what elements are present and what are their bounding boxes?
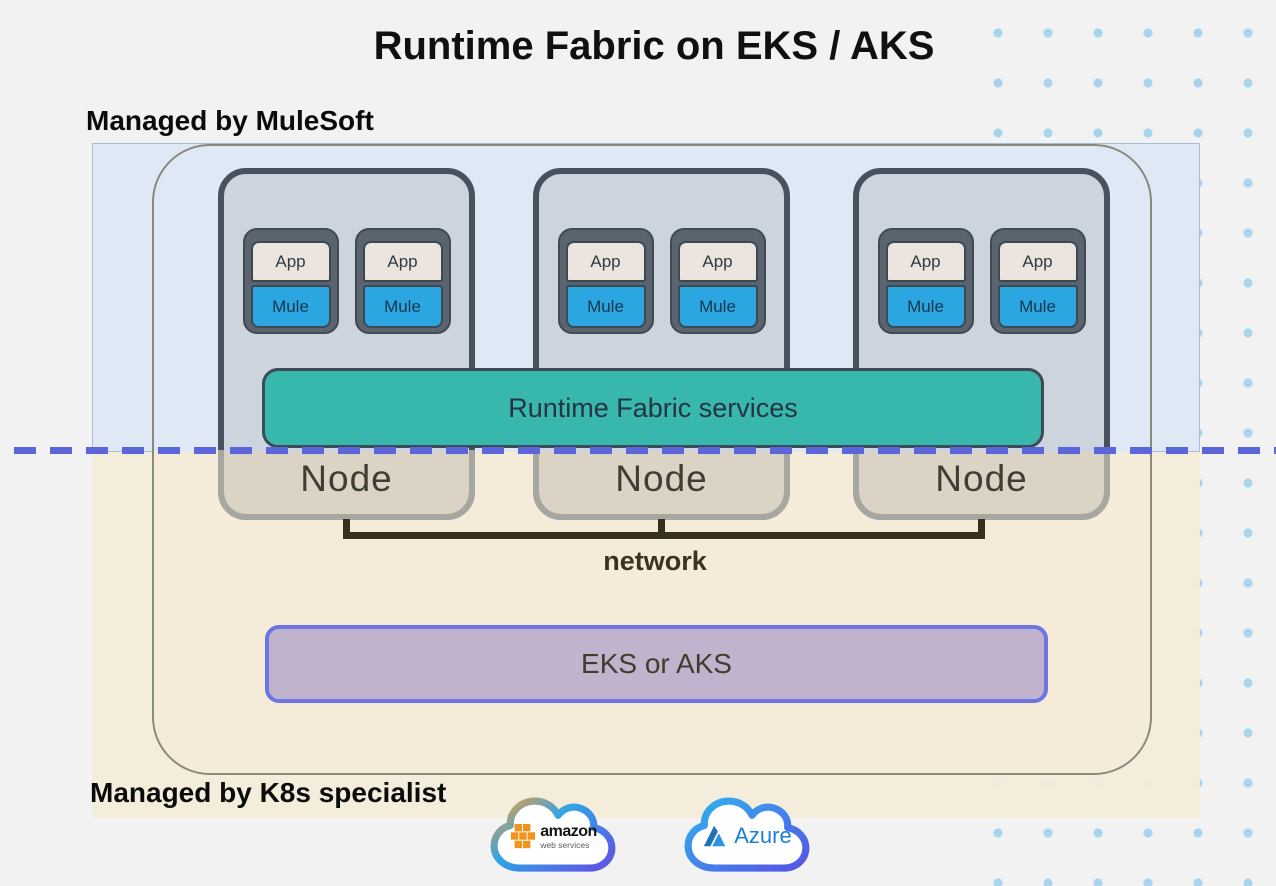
pod: App Mule [989, 228, 1086, 334]
mule-runtime-box: Mule [677, 285, 758, 328]
network-connector-stub [343, 519, 350, 539]
aws-name-text: amazon [540, 822, 597, 840]
eks-aks-platform-box: EKS or AKS [265, 625, 1048, 703]
pod: App Mule [242, 228, 339, 334]
mule-runtime-box: Mule [997, 285, 1078, 328]
mule-runtime-box: Mule [250, 285, 331, 328]
app-box: App [885, 241, 966, 282]
node-box-1: App Mule App Mule Node [218, 168, 475, 520]
managed-by-k8s-label: Managed by K8s specialist [90, 777, 447, 808]
node-label: Node [935, 458, 1028, 499]
node-label: Node [300, 458, 393, 499]
azure-cloud-logo: Azure [681, 794, 813, 878]
pod: App Mule [669, 228, 766, 334]
cloud-outline-icon [490, 797, 616, 872]
pod-row: App Mule App Mule [859, 228, 1104, 334]
pod: App Mule [354, 228, 451, 334]
network-label: network [603, 546, 707, 576]
node-label: Node [615, 458, 708, 499]
app-box: App [677, 241, 758, 282]
mule-runtime-box: Mule [362, 285, 443, 328]
page-title: Runtime Fabric on EKS / AKS [373, 24, 935, 68]
azure-logo-content: Azure [681, 823, 813, 849]
cloud-outline-icon [684, 797, 810, 872]
azure-name-text: Azure [734, 823, 792, 848]
mule-runtime-box: Mule [565, 285, 646, 328]
pod-row: App Mule App Mule [539, 228, 784, 334]
app-box: App [250, 241, 331, 282]
network-connector-stub [978, 519, 985, 539]
pod-row: App Mule App Mule [224, 228, 469, 334]
node-box-2: App Mule App Mule Node [533, 168, 790, 520]
aws-boxes-icon [511, 823, 536, 849]
azure-triangle-icon [704, 825, 726, 847]
app-box: App [565, 241, 646, 282]
app-box: App [997, 241, 1078, 282]
app-box: App [362, 241, 443, 282]
pod: App Mule [877, 228, 974, 334]
node-box-3: App Mule App Mule Node [853, 168, 1110, 520]
managed-by-mulesoft-label: Managed by MuleSoft [86, 105, 374, 136]
network-connector-stub [658, 519, 665, 539]
runtime-fabric-services-bar: Runtime Fabric services [262, 368, 1044, 448]
pod: App Mule [557, 228, 654, 334]
aws-wordmark: amazon web services [540, 822, 597, 850]
aws-sub-text: web services [540, 839, 590, 850]
management-boundary-dashed-line [14, 447, 1276, 454]
aws-cloud-logo: amazon web services [487, 794, 619, 878]
network-connector-line [343, 532, 985, 539]
mule-runtime-box: Mule [885, 285, 966, 328]
aws-logo-content: amazon web services [487, 823, 619, 850]
